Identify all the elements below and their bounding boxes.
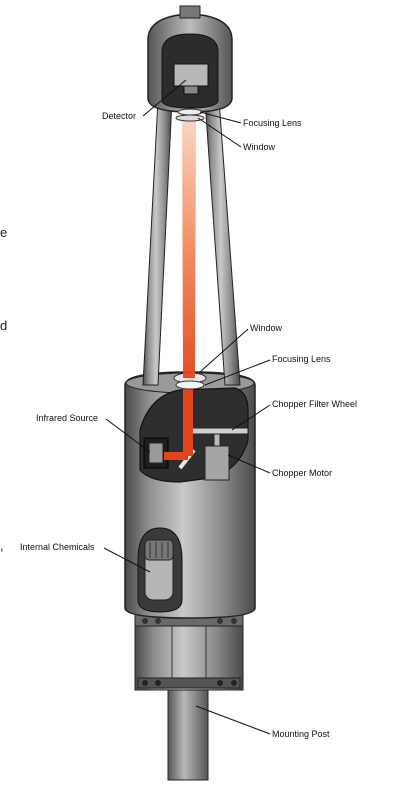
label-mounting-post: Mounting Post xyxy=(272,729,330,739)
internal-chemicals-capsule xyxy=(137,527,183,613)
detector-head xyxy=(147,5,233,113)
label-detector: Detector xyxy=(102,111,137,121)
label-chopper-motor: Chopper Motor xyxy=(272,468,333,478)
lower-focusing-lens xyxy=(175,380,205,390)
label-window-mid: Window xyxy=(250,323,283,333)
upper-focusing-lens xyxy=(177,108,203,116)
detector xyxy=(173,63,209,95)
leader-lines xyxy=(103,79,271,735)
beam-upper xyxy=(182,112,196,378)
label-infrared-source: Infrared Source xyxy=(36,413,99,423)
chopper-motor xyxy=(204,445,230,481)
mounting-bracket xyxy=(134,613,244,691)
chopper-filter-wheel xyxy=(185,427,249,435)
edge-text-fragment-2: d xyxy=(0,318,8,333)
mounting-post xyxy=(167,679,209,781)
label-window-top: Window xyxy=(243,142,276,152)
label-focusing-lens-mid: Focusing Lens xyxy=(272,354,331,364)
infrared-beam xyxy=(164,380,193,460)
upper-window xyxy=(175,114,205,122)
label-internal-chemicals: Internal Chemicals xyxy=(20,542,95,552)
edge-text-fragment-3: , xyxy=(0,538,4,553)
edge-text-fragment-1: e xyxy=(0,225,8,240)
label-chopper-filter-wheel: Chopper Filter Wheel xyxy=(272,399,358,409)
label-focusing-lens-top: Focusing Lens xyxy=(243,118,302,128)
